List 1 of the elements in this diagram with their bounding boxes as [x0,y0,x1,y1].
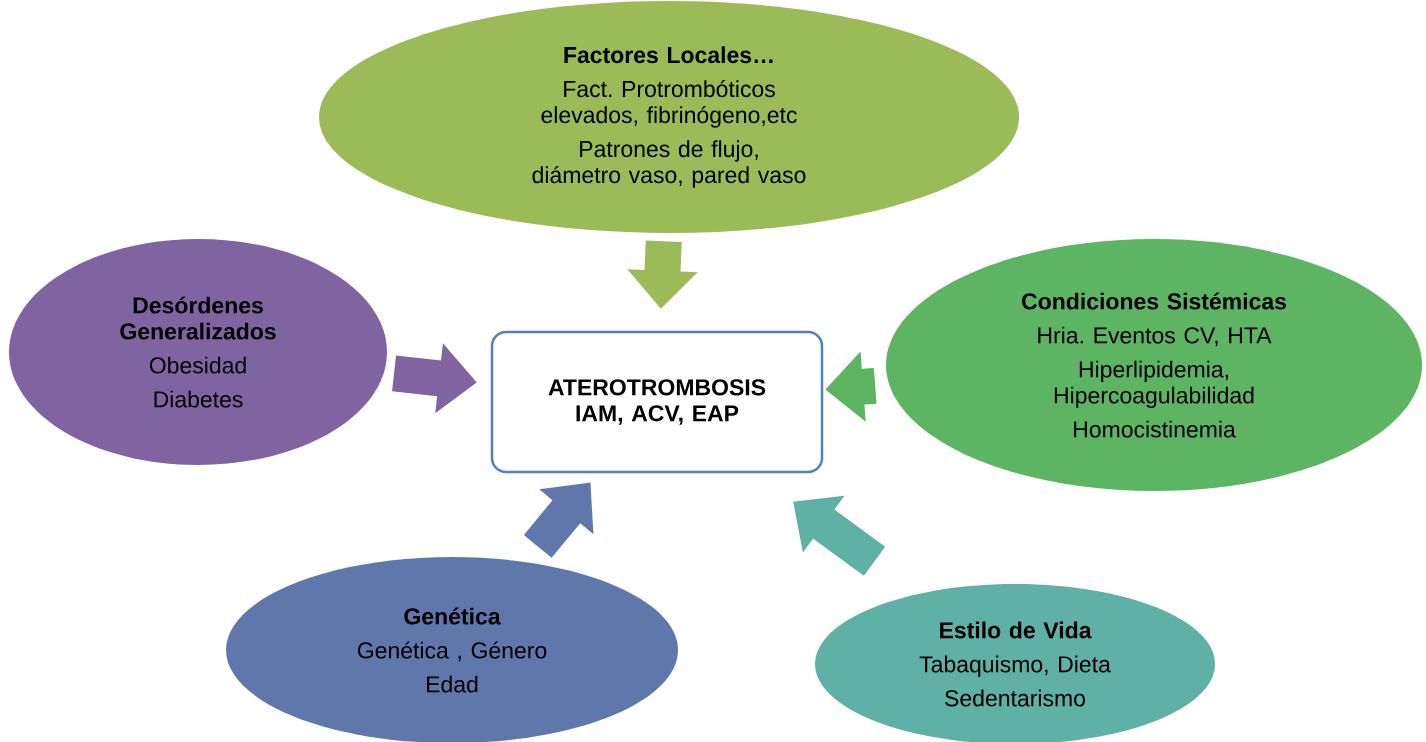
outcome-box: ATEROTROMBOSIS IAM, ACV, EAP [490,330,824,474]
